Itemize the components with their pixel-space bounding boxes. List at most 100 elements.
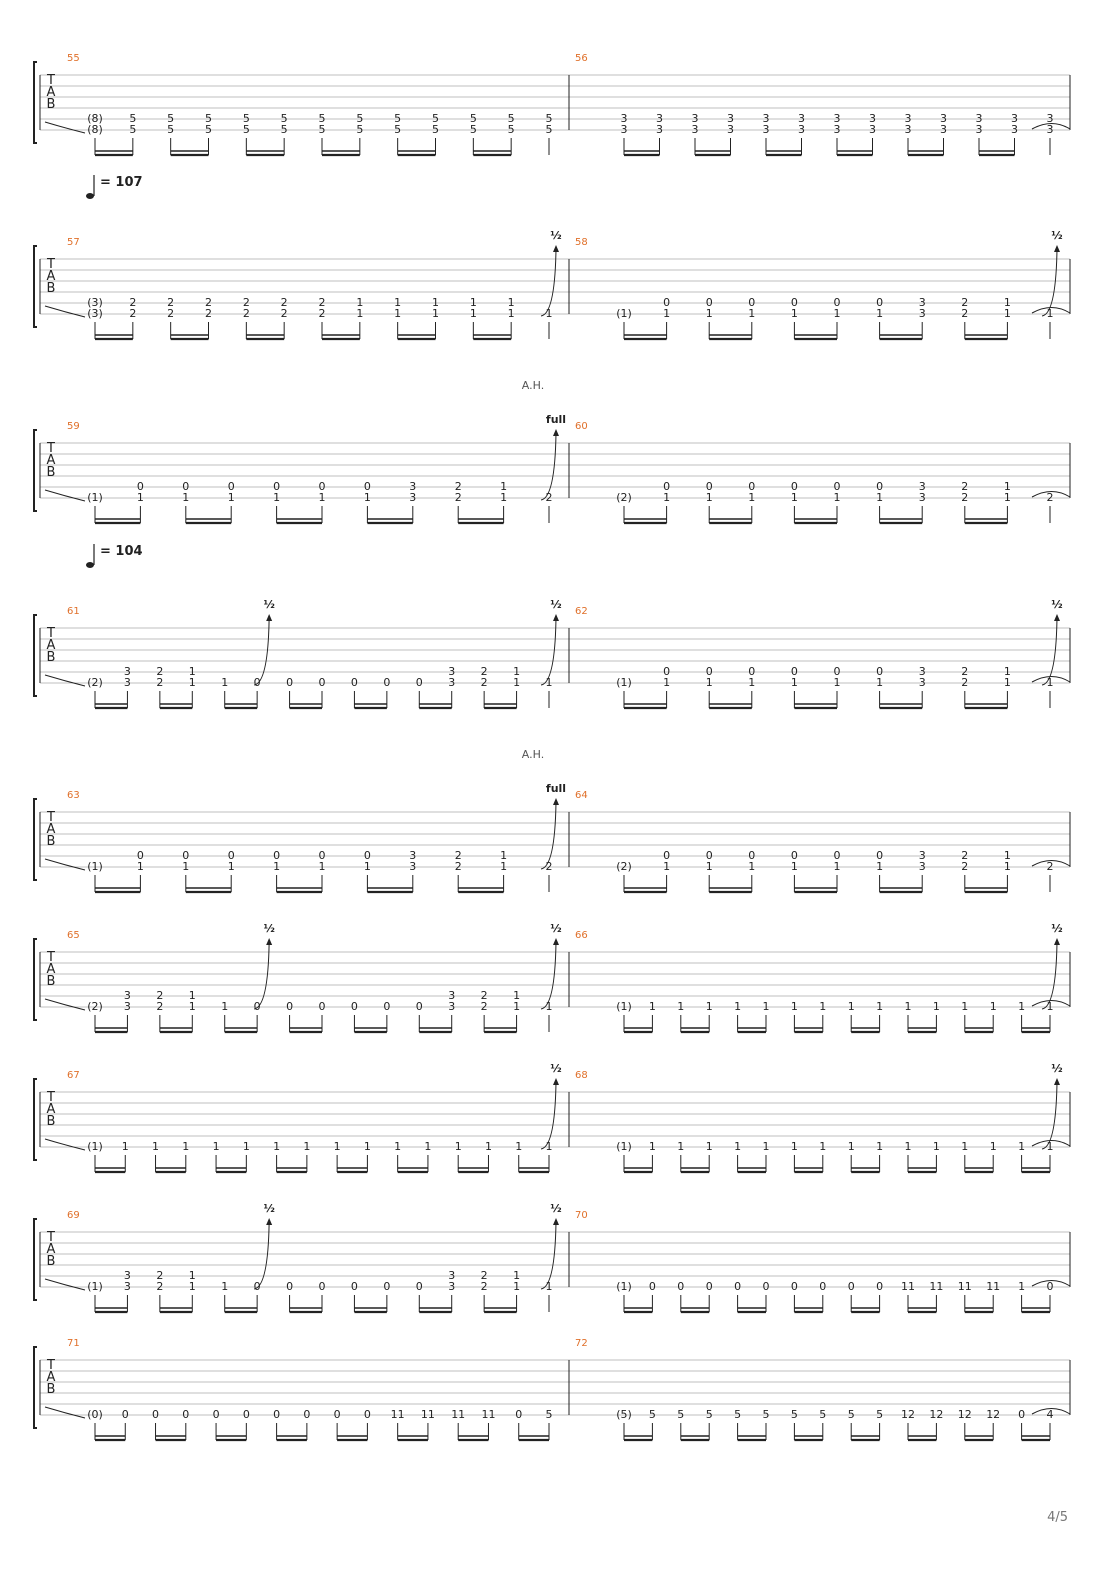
fret-number: 0 xyxy=(706,665,713,678)
fret-number: 1 xyxy=(319,491,326,504)
fret-number: 2 xyxy=(156,1000,163,1013)
fret-number: 1 xyxy=(432,307,439,320)
fret-number: 3 xyxy=(621,123,628,136)
fret-number: 5 xyxy=(470,112,477,125)
bend-arrow xyxy=(540,801,557,870)
fret-number: 1 xyxy=(834,860,841,873)
fret-number: 1 xyxy=(515,1140,522,1153)
fret-number: 3 xyxy=(448,665,455,678)
fret-number: 0 xyxy=(416,1000,423,1013)
fret-number: 1 xyxy=(546,307,553,320)
fret-number: 5 xyxy=(432,112,439,125)
fret-number: 1 xyxy=(319,860,326,873)
artificial-harmonic-label: A.H. xyxy=(522,748,544,761)
fret-number: 1 xyxy=(303,1140,310,1153)
fret-number: 3 xyxy=(919,676,926,689)
fret-number: 1 xyxy=(791,491,798,504)
fret-number: 1 xyxy=(1004,307,1011,320)
fret-number: 1 xyxy=(189,665,196,678)
tie-arc xyxy=(44,305,86,318)
fret-number: 1 xyxy=(1047,307,1054,320)
artificial-harmonic-label: A.H. xyxy=(522,379,544,392)
fret-number: 2 xyxy=(455,480,462,493)
fret-number: 3 xyxy=(656,123,663,136)
fret-number: 0 xyxy=(876,1280,883,1293)
measure-number: 61 xyxy=(67,606,80,617)
fret-number: 3 xyxy=(124,1280,131,1293)
bend-arrow xyxy=(1041,1081,1058,1150)
fret-number: 2 xyxy=(481,676,488,689)
fret-number: 5 xyxy=(706,1408,713,1421)
tab-clef-letter: B xyxy=(47,1114,56,1129)
fret-number: 0 xyxy=(763,1280,770,1293)
quarter-note-icon xyxy=(86,193,94,199)
tab-system xyxy=(33,61,1071,157)
fret-number: 1 xyxy=(734,1000,741,1013)
fret-number: 0 xyxy=(228,480,235,493)
fret-number: 3 xyxy=(727,112,734,125)
fret-number: 1 xyxy=(990,1140,997,1153)
fret-number: 0 xyxy=(649,1280,656,1293)
fret-number: 1 xyxy=(848,1140,855,1153)
fret-number: (1) xyxy=(87,860,103,873)
fret-number: 1 xyxy=(663,860,670,873)
fret-number: 1 xyxy=(189,1280,196,1293)
fret-number: 2 xyxy=(281,307,288,320)
fret-number: (8) xyxy=(87,112,103,125)
tab-clef-letter: T xyxy=(46,1090,55,1105)
system-bracket xyxy=(33,798,37,881)
fret-number: 1 xyxy=(424,1140,431,1153)
fret-number: 0 xyxy=(791,849,798,862)
fret-number: 2 xyxy=(961,296,968,309)
tie-arc xyxy=(1031,123,1071,130)
fret-number: 1 xyxy=(706,307,713,320)
fret-number: 3 xyxy=(124,1269,131,1282)
fret-number: 1 xyxy=(1004,296,1011,309)
tab-clef-letter: T xyxy=(46,810,55,825)
fret-number: 0 xyxy=(319,1000,326,1013)
fret-number: 3 xyxy=(692,112,699,125)
fret-number: 0 xyxy=(319,849,326,862)
fret-number: (1) xyxy=(616,1280,632,1293)
fret-number: 2 xyxy=(281,296,288,309)
tab-system xyxy=(33,1346,1071,1442)
fret-number: 0 xyxy=(1018,1408,1025,1421)
fret-number: 5 xyxy=(763,1408,770,1421)
fret-number: 3 xyxy=(409,849,416,862)
tab-clef-letter: T xyxy=(46,1358,55,1373)
fret-number: 1 xyxy=(1004,665,1011,678)
system-bracket xyxy=(33,245,37,328)
fret-number: 0 xyxy=(303,1408,310,1421)
fret-number: 1 xyxy=(500,480,507,493)
fret-number: 3 xyxy=(621,112,628,125)
fret-number: 1 xyxy=(508,296,515,309)
fret-number: 11 xyxy=(958,1280,972,1293)
fret-number: 1 xyxy=(1018,1280,1025,1293)
fret-number: 1 xyxy=(137,860,144,873)
fret-number: 5 xyxy=(432,123,439,136)
fret-number: 0 xyxy=(182,1408,189,1421)
fret-number: 5 xyxy=(281,123,288,136)
fret-number: 0 xyxy=(834,665,841,678)
fret-number: 5 xyxy=(734,1408,741,1421)
fret-number: 12 xyxy=(958,1408,972,1421)
fret-number: 3 xyxy=(919,860,926,873)
fret-number: 0 xyxy=(876,296,883,309)
fret-number: 1 xyxy=(706,860,713,873)
tie-arc xyxy=(44,998,86,1011)
fret-number: 5 xyxy=(649,1408,656,1421)
fret-number: 1 xyxy=(791,676,798,689)
bend-arrow-head xyxy=(1054,614,1060,621)
bend-arrow-head xyxy=(266,614,273,621)
fret-number: 0 xyxy=(416,1280,423,1293)
tab-system xyxy=(33,798,1071,894)
tab-system xyxy=(33,1218,1071,1314)
fret-number: 1 xyxy=(364,491,371,504)
measure-number: 72 xyxy=(575,1338,588,1349)
fret-number: 1 xyxy=(189,676,196,689)
fret-number: 3 xyxy=(448,1280,455,1293)
tie-arc xyxy=(44,121,86,134)
fret-number: 0 xyxy=(791,1280,798,1293)
fret-number: 5 xyxy=(319,112,326,125)
